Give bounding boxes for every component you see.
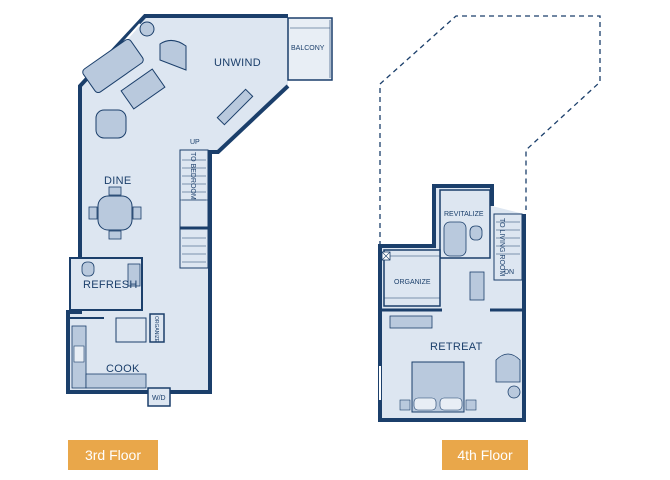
toilet [81, 261, 95, 277]
tv-console [216, 88, 254, 126]
to-bedroom-label: TO BEDROOM [189, 152, 196, 200]
organize-closet-4 [383, 249, 441, 307]
kitchen-counter-bottom [85, 373, 147, 389]
wd-closet [147, 387, 171, 407]
coffee-table [120, 68, 166, 110]
open-to-below-outline [379, 15, 601, 246]
third-floor-tag: 3rd Floor [68, 440, 158, 470]
third-floor-plan: UP TO BEDROOM UNWIND BALCONY DINE REFRES… [66, 14, 333, 407]
refresh-label: REFRESH [83, 279, 138, 291]
revitalize-label: REVITALIZE [444, 211, 484, 218]
bathtub [443, 221, 467, 257]
armchair-1 [95, 109, 127, 139]
armchair-2 [159, 40, 187, 71]
plant [139, 21, 155, 37]
stairs-down [493, 213, 523, 281]
stair-up-label: UP [190, 139, 200, 146]
dresser [389, 315, 433, 329]
wd-label: W/D [152, 395, 166, 402]
stair-dn-label: DN [504, 269, 514, 276]
to-living-room-label: TO LIVING ROOM [498, 218, 505, 276]
sofa [82, 38, 144, 94]
organize-label-4: ORGANIZE [394, 279, 431, 286]
vanity-4 [469, 271, 485, 301]
retreat-label: RETREAT [430, 341, 483, 353]
fourth-floor-plan: TO LIVING ROOM DN REVITALIZE ORGANIZE RE… [378, 15, 601, 422]
fourth-floor-exterior-wall [378, 184, 526, 422]
reading-chair [495, 353, 521, 383]
toilet-4 [469, 225, 483, 241]
dine-label: DINE [104, 175, 131, 187]
balcony-area [287, 17, 333, 81]
fourth-floor-tag: 4th Floor [442, 440, 528, 470]
stairwell [179, 149, 209, 269]
vanity [127, 263, 141, 287]
organize-closet [149, 313, 165, 343]
organize-label: ORGANIZE [153, 316, 159, 343]
unwind-label: UNWIND [214, 57, 261, 69]
cook-label: COOK [106, 363, 140, 375]
fridge [115, 317, 147, 343]
balcony-label: BALCONY [291, 45, 325, 52]
nightstand-left [399, 399, 411, 411]
side-table [507, 385, 521, 399]
dining-table [97, 195, 133, 231]
nightstand-right [465, 399, 477, 411]
kitchen-sink [73, 345, 85, 363]
